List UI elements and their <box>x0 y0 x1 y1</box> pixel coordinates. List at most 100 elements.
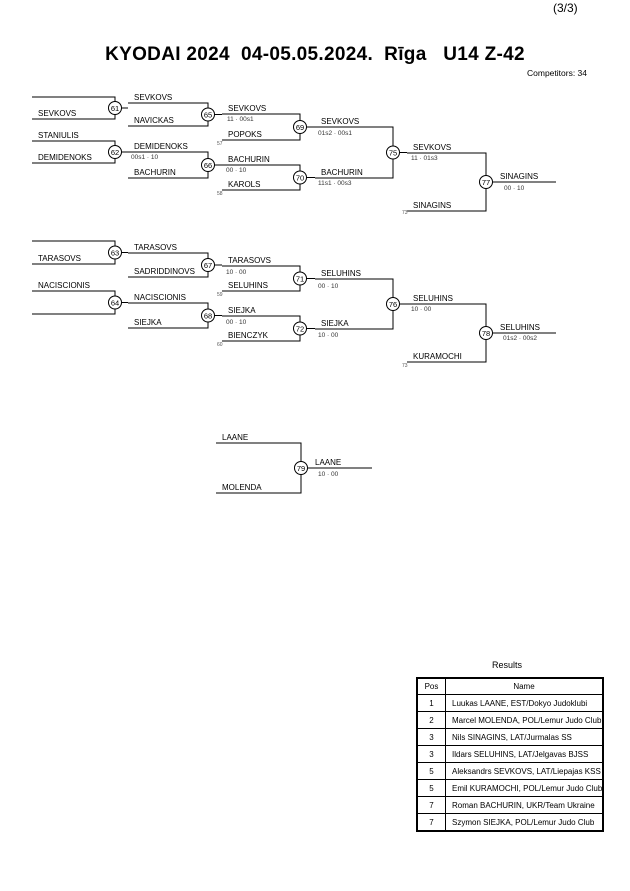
result-pos: 7 <box>416 813 446 832</box>
ref-text: 73 <box>402 363 408 369</box>
match-number-circle <box>201 107 215 122</box>
competitor-name: SINAGINS <box>500 172 538 181</box>
page-number: (3/3) <box>553 1 578 15</box>
competitor-name: SELUHINS <box>228 281 268 290</box>
competitor-name: BACHURIN <box>228 155 270 164</box>
score-text: 11 · 01s3 <box>411 155 438 162</box>
page-title: KYODAI 2024 04-05.05.2024. Rīga U14 Z-42 <box>105 44 525 65</box>
match-number-circle <box>108 295 122 310</box>
match-number-circle <box>201 308 215 323</box>
bracket-line <box>32 290 116 315</box>
result-pos: 3 <box>416 728 446 746</box>
match-number-circle <box>293 271 307 286</box>
score-text: 11s1 · 00s3 <box>318 180 352 187</box>
competitor-name: NACISCIONIS <box>134 293 186 302</box>
competitor-name: BIENCZYK <box>228 331 269 340</box>
competitor-name: SELUHINS <box>413 294 453 303</box>
match-number-circle <box>293 170 307 185</box>
result-pos: 5 <box>416 779 446 797</box>
match-number: 78 <box>482 329 490 338</box>
competitor-name: POPOKS <box>228 130 262 139</box>
competitor-name: TARASOVS <box>228 256 271 265</box>
result-name: Marcel MOLENDA, POL/Lemur Judo Club <box>445 711 604 729</box>
competitor-name: SEVKOVS <box>413 143 451 152</box>
results-title: Results <box>492 660 523 670</box>
score-text: 10 · 00 <box>226 269 247 276</box>
competitor-name: SIEJKA <box>134 318 162 327</box>
competitor-name: TARASOVS <box>38 254 81 263</box>
result-name: Szymon SIEJKA, POL/Lemur Judo Club <box>445 813 604 832</box>
result-pos: 3 <box>416 745 446 763</box>
ref-text: 59 <box>217 292 223 298</box>
match-number-circle <box>479 175 493 189</box>
score-text: 10 · 00 <box>318 471 339 478</box>
score-text: 01s2 · 00s1 <box>318 130 352 137</box>
competitor-name: TARASOVS <box>134 243 177 252</box>
match-number: 67 <box>204 261 212 270</box>
competitor-name: SINAGINS <box>413 201 451 210</box>
match-number-circle <box>201 158 215 172</box>
result-name: Roman BACHURIN, UKR/Team Ukraine <box>445 796 604 814</box>
competitor-name: SEVKOVS <box>228 104 266 113</box>
results-header-row: Pos Name <box>416 677 604 695</box>
score-text: 01s2 · 00s2 <box>503 335 537 342</box>
match-number: 68 <box>204 311 212 320</box>
competitor-name: SADRIDDINOVS <box>134 267 195 276</box>
competitor-name: SIEJKA <box>228 306 256 315</box>
ref-text: 58 <box>217 191 223 197</box>
score-text: 10 · 00 <box>411 306 432 313</box>
match-number: 76 <box>389 300 397 309</box>
competitor-name: KAROLS <box>228 180 260 189</box>
result-name: Emil KURAMOCHI, POL/Lemur Judo Club <box>445 779 604 797</box>
competitor-name: STANIULIS <box>38 131 79 140</box>
competitors-count: Competitors: 34 <box>527 68 587 78</box>
result-pos: 2 <box>416 711 446 729</box>
competitor-name: SEVKOVS <box>38 109 76 118</box>
competitor-name: SELUHINS <box>500 323 540 332</box>
match-number: 79 <box>297 464 305 473</box>
result-name: Aleksandrs SEVKOVS, LAT/Liepajas KSS <box>445 762 604 780</box>
match-number-circle <box>201 258 215 272</box>
result-name: Luukas LAANE, EST/Dokyo Judoklubi <box>445 694 604 712</box>
ref-text: 57 <box>217 141 223 147</box>
match-number: 61 <box>111 104 119 113</box>
result-name: Ildars SELUHINS, LAT/Jelgavas BJSS <box>445 745 604 763</box>
match-number-circle <box>293 321 307 336</box>
score-text: 00 · 10 <box>318 283 339 290</box>
match-number-circle <box>386 297 400 311</box>
match-number: 62 <box>111 148 119 157</box>
competitor-name: BACHURIN <box>321 168 363 177</box>
competitor-name: SEVKOVS <box>321 117 359 126</box>
result-pos: 7 <box>416 796 446 814</box>
competitor-name: SELUHINS <box>321 269 361 278</box>
competitor-name: SEVKOVS <box>134 93 172 102</box>
competitor-name: DEMIDENOKS <box>134 142 188 151</box>
competitor-name: NAVICKAS <box>134 116 174 125</box>
result-pos: 5 <box>416 762 446 780</box>
match-number: 77 <box>482 178 490 187</box>
score-text: 00s1 · 10 <box>131 154 158 161</box>
match-number-circle <box>293 120 307 134</box>
ref-text: 60 <box>217 342 223 348</box>
score-text: 00 · 10 <box>226 167 247 174</box>
competitor-name: SIEJKA <box>321 319 349 328</box>
match-number: 63 <box>111 248 119 257</box>
competitor-name: MOLENDA <box>222 483 262 492</box>
match-number-circle <box>294 461 308 475</box>
match-number: 70 <box>296 173 304 182</box>
score-text: 11 · 00s1 <box>227 116 254 123</box>
match-number: 72 <box>296 324 304 333</box>
match-number: 75 <box>389 148 397 157</box>
match-number: 69 <box>296 123 304 132</box>
name-header: Name <box>445 677 604 695</box>
match-number-circle <box>108 245 122 260</box>
match-number-circle <box>108 145 122 159</box>
